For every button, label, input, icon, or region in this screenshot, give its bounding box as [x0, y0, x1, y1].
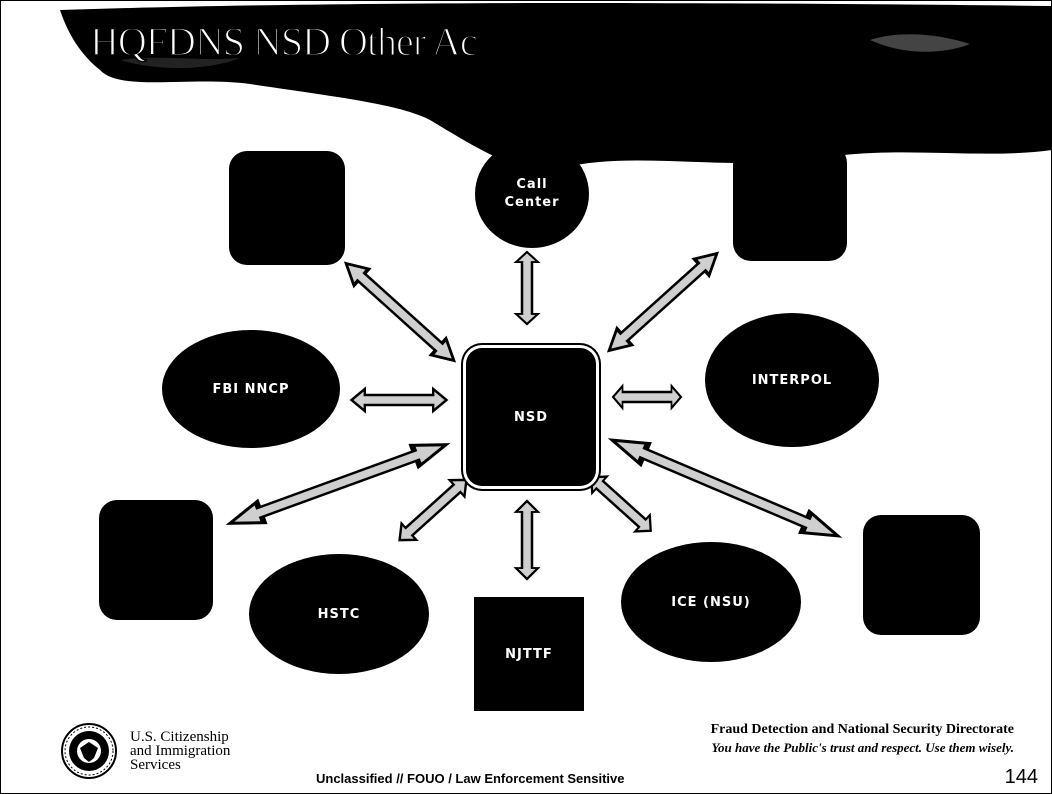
node-top-right-unlabeled [733, 145, 847, 261]
node-ice-nsu: ICE (NSU) [621, 542, 801, 662]
arrow-topleft-nsd [337, 253, 463, 371]
node-lower-right-unlabeled [863, 515, 980, 635]
arrow-njttf-nsd [514, 499, 540, 581]
node-njttf: NJTTF [474, 597, 584, 711]
node-hstc: HSTC [249, 554, 429, 674]
fbi-label: FBI NNCP [212, 381, 290, 397]
directorate-block: Fraud Detection and National Security Di… [711, 722, 1014, 756]
slide-title-line1: HQFDNS NSD Other Ac [89, 18, 478, 65]
ice-label: ICE (NSU) [671, 594, 751, 610]
classification-marking: Unclassified // FOUO / Law Enforcement S… [316, 771, 625, 786]
interpol-label: INTERPOL [751, 372, 833, 388]
node-top-left-unlabeled [229, 151, 345, 265]
call-center-label-line2: Center [504, 195, 560, 210]
brush-stroke-banner [60, 3, 1052, 170]
agency-name: U.S. Citizenship and Immigration Service… [130, 729, 231, 773]
slide-title-line2: Assignments [425, 77, 622, 119]
nsd-label: NSD [513, 409, 549, 425]
page-number: 144 [1004, 766, 1038, 788]
agency-line3: Services [130, 757, 181, 773]
agency-line2: and Immigration [130, 743, 231, 759]
node-lower-left-unlabeled [99, 500, 213, 620]
njttf-label: NJTTF [505, 646, 553, 662]
directorate-motto: You have the Public's trust and respect.… [711, 740, 1015, 755]
node-fbi-nncp: FBI NNCP [162, 330, 340, 448]
node-interpol: INTERPOL [705, 313, 879, 447]
arrow-hstc-nsd [391, 470, 475, 550]
dhs-seal-icon [61, 723, 117, 779]
arrow-topright-nsd [600, 243, 726, 361]
directorate-name: Fraud Detection and National Security Di… [710, 722, 1014, 737]
agency-line1: U.S. Citizenship [130, 729, 229, 745]
node-nsd: NSD [466, 348, 596, 486]
arrow-ice-nsd [582, 467, 660, 541]
arrow-fbi-nsd [350, 387, 448, 413]
arrow-callcenter-nsd [514, 250, 540, 326]
hstc-label: HSTC [317, 606, 361, 622]
call-center-label-line1: Call [516, 177, 548, 192]
arrow-interpol-nsd [611, 384, 683, 410]
node-call-center: Call Center [475, 140, 589, 248]
